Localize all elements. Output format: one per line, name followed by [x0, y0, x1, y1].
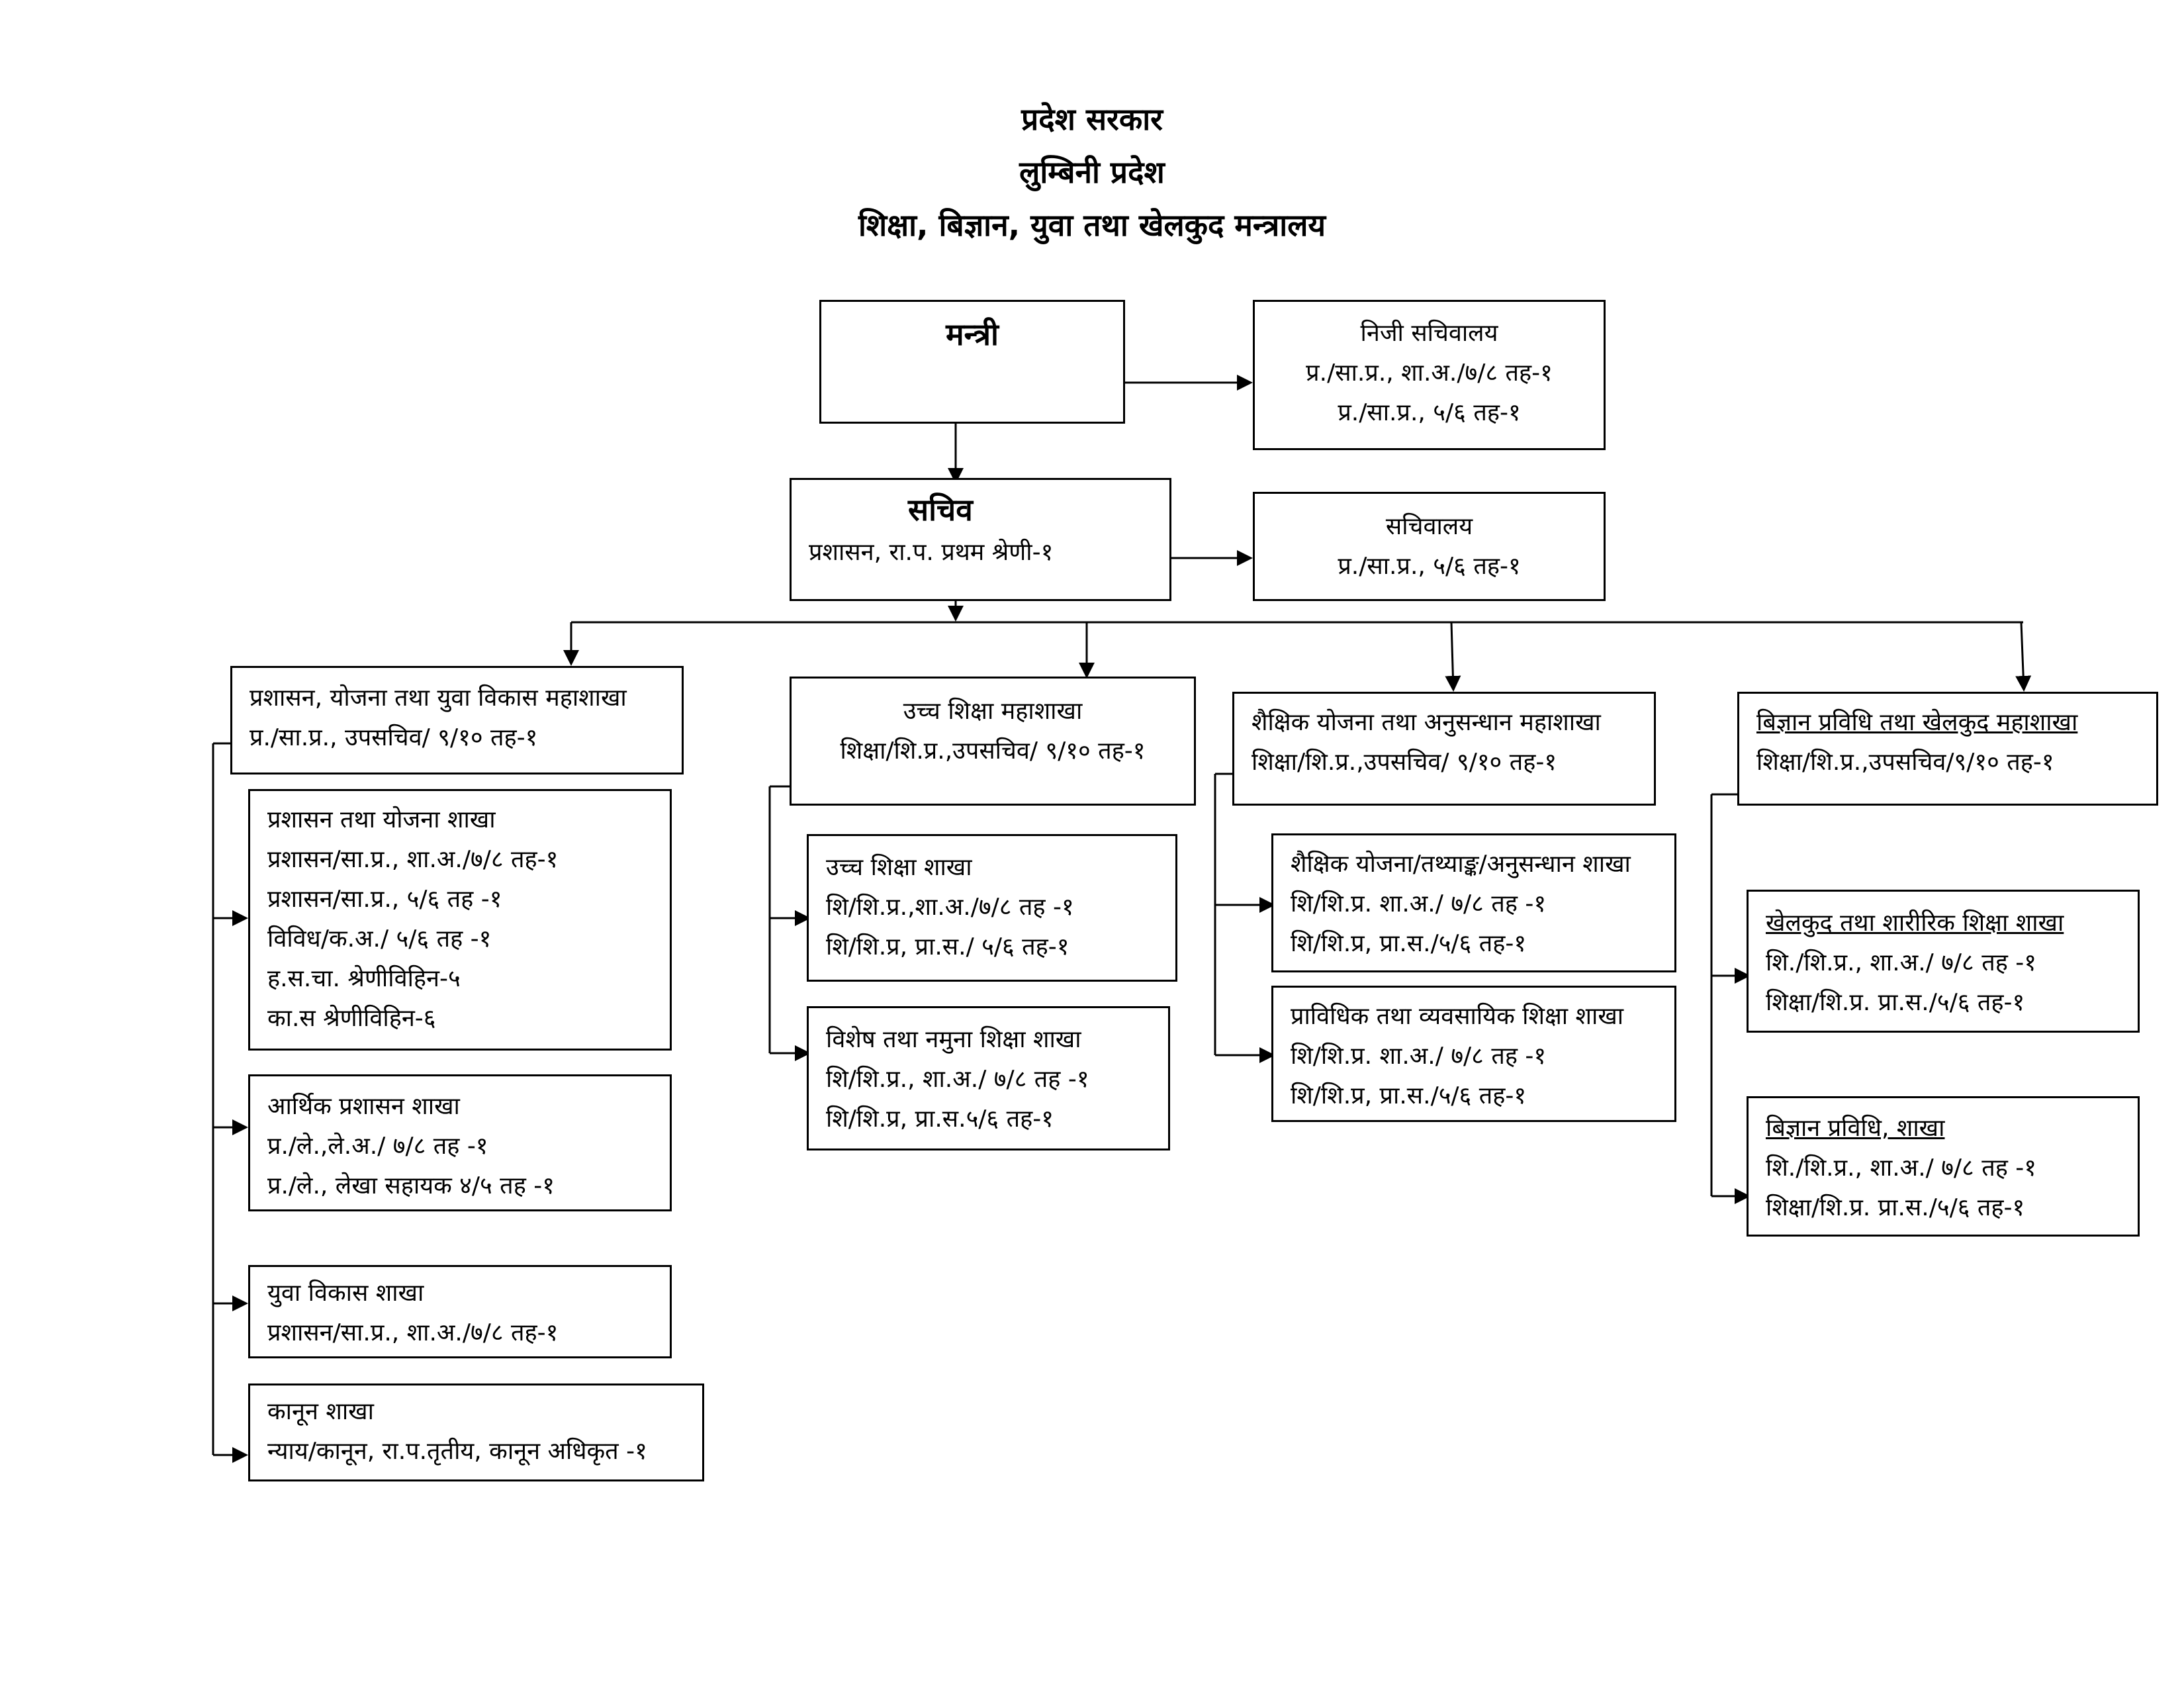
section-line: शि/शि.प्र. शा.अ./ ७/८ तह -१: [1291, 1043, 1547, 1070]
minister-title: मन्त्री: [946, 316, 999, 352]
section-line: शि/शि.प्र, प्रा.स./५/६ तह-१: [1291, 930, 1527, 957]
division-title: प्रशासन, योजना तथा युवा विकास महाशाखा: [250, 684, 627, 712]
section-line: शि/शि.प्र, प्रा.स./ ५/६ तह-१: [826, 933, 1069, 961]
division-line: शिक्षा/शि.प्र.,उपसचिव/ ९/१० तह-१: [840, 737, 1146, 765]
division-line: शिक्षा/शि.प्र.,उपसचिव/ ९/१० तह-१: [1251, 749, 1557, 776]
section-line: प्रशासन/सा.प्र., ५/६ तह -१: [267, 886, 502, 913]
section-line: शि./शि.प्र., शा.अ./ ७/८ तह -१: [1766, 949, 2037, 976]
section-title: शैक्षिक योजना/तथ्याङ्क/अनुसन्धान शाखा: [1291, 851, 1631, 878]
division-box: प्रशासन, योजना तथा युवा विकास महाशाखा प्…: [230, 666, 684, 774]
section-box: विशेष तथा नमुना शिक्षा शाखा शि/शि.प्र., …: [807, 1006, 1170, 1150]
division-box: बिज्ञान प्रविधि तथा खेलकुद महाशाखा शिक्ष…: [1737, 692, 2158, 806]
secretary-title: सचिव: [908, 492, 973, 528]
section-line: प्रशासन/सा.प्र., शा.अ./७/८ तह-१: [267, 1319, 559, 1346]
division-line: शिक्षा/शि.प्र.,उपसचिव/९/१० तह-१: [1756, 749, 2054, 776]
section-title: प्रशासन तथा योजना शाखा: [267, 806, 496, 833]
section-line: शि/शि.प्र, प्रा.स.५/६ तह-१: [826, 1105, 1054, 1133]
section-line: शि/शि.प्र, प्रा.स./५/६ तह-१: [1291, 1082, 1527, 1109]
section-box: बिज्ञान प्रविधि, शाखा शि./शि.प्र., शा.अ.…: [1747, 1096, 2140, 1237]
division-box: उच्च शिक्षा महाशाखा शिक्षा/शि.प्र.,उपसचि…: [790, 677, 1196, 806]
section-line: शि/शि.प्र., शा.अ./ ७/८ तह -१: [826, 1066, 1089, 1093]
section-title: युवा विकास शाखा: [267, 1280, 424, 1307]
section-line: शि/शि.प्र. शा.अ./ ७/८ तह -१: [1291, 890, 1547, 917]
section-line: विविध/क.अ./ ५/६ तह -१: [267, 925, 492, 953]
section-box: आर्थिक प्रशासन शाखा प्र./ले.,ले.अ./ ७/८ …: [248, 1074, 672, 1211]
section-box: उच्च शिक्षा शाखा शि/शि.प्र.,शा.अ./७/८ तह…: [807, 834, 1177, 982]
header-province-name: लुम्बिनी प्रदेश: [1019, 154, 1165, 190]
division-title: शैक्षिक योजना तथा अनुसन्धान महाशाखा: [1251, 709, 1601, 736]
minister-box: मन्त्री: [819, 300, 1125, 424]
section-title: प्राविधिक तथा व्यवसायिक शिक्षा शाखा: [1291, 1003, 1624, 1030]
section-box: प्राविधिक तथा व्यवसायिक शिक्षा शाखा शि/श…: [1271, 986, 1676, 1122]
section-box: युवा विकास शाखा प्रशासन/सा.प्र., शा.अ./७…: [248, 1265, 672, 1358]
section-title: खेलकुद तथा शारीरिक शिक्षा शाखा: [1766, 910, 2064, 937]
section-line: प्रशासन/सा.प्र., शा.अ./७/८ तह-१: [267, 846, 559, 873]
secretariat-box: सचिवालय प्र./सा.प्र., ५/६ तह-१: [1253, 492, 1606, 601]
section-line: ह.स.चा. श्रेणीविहिन-५: [267, 965, 461, 992]
division-title: बिज्ञान प्रविधि तथा खेलकुद महाशाखा: [1756, 709, 2078, 736]
section-box: कानून शाखा न्याय/कानून, रा.प.तृतीय, कानू…: [248, 1383, 704, 1481]
section-line: न्याय/कानून, रा.प.तृतीय, कानून अधिकृत -१: [267, 1438, 647, 1465]
section-line: का.स श्रेणीविहिन-६: [267, 1005, 436, 1032]
section-title: आर्थिक प्रशासन शाखा: [267, 1093, 460, 1120]
header-ministry-name: शिक्षा, बिज्ञान, युवा तथा खेलकुद मन्त्रा…: [858, 207, 1326, 243]
header-state-government: प्रदेश सरकार: [1021, 101, 1163, 137]
private-secretariat-box: निजी सचिवालय प्र./सा.प्र., शा.अ./७/८ तह-…: [1253, 300, 1606, 450]
bus-to-division-3-arrow: [1445, 622, 1461, 692]
private-secretariat-line: प्र./सा.प्र., शा.अ./७/८ तह-१: [1306, 359, 1553, 387]
secretariat-title: सचिवालय: [1385, 513, 1473, 540]
section-title: बिज्ञान प्रविधि, शाखा: [1766, 1115, 1945, 1142]
secretary-line: प्रशासन, रा.प. प्रथम श्रेणी-१: [809, 539, 1054, 566]
section-box: शैक्षिक योजना/तथ्याङ्क/अनुसन्धान शाखा शि…: [1271, 833, 1676, 972]
secretary-box: सचिव प्रशासन, रा.प. प्रथम श्रेणी-१: [790, 478, 1171, 601]
private-secretariat-title: निजी सचिवालय: [1360, 320, 1498, 347]
section-box: प्रशासन तथा योजना शाखा प्रशासन/सा.प्र., …: [248, 789, 672, 1051]
division-line: प्र./सा.प्र., उपसचिव/ ९/१० तह-१: [250, 724, 538, 751]
section-title: कानून शाखा: [267, 1398, 374, 1425]
secretariat-line: प्र./सा.प्र., ५/६ तह-१: [1338, 553, 1521, 580]
private-secretariat-line: प्र./सा.प्र., ५/६ तह-१: [1338, 399, 1521, 426]
division-title: उच्च शिक्षा महाशाखा: [903, 698, 1083, 725]
section-line: शि/शि.प्र.,शा.अ./७/८ तह -१: [826, 894, 1074, 921]
section-box: खेलकुद तथा शारीरिक शिक्षा शाखा शि./शि.प्…: [1747, 890, 2140, 1033]
division-box: शैक्षिक योजना तथा अनुसन्धान महाशाखा शिक्…: [1232, 692, 1656, 806]
section-line: प्र./ले., लेखा सहायक ४/५ तह -१: [267, 1172, 555, 1199]
section-line: शि./शि.प्र., शा.अ./ ७/८ तह -१: [1766, 1154, 2037, 1182]
section-title: विशेष तथा नमुना शिक्षा शाखा: [826, 1026, 1081, 1053]
section-title: उच्च शिक्षा शाखा: [826, 854, 972, 881]
section-line: शिक्षा/शि.प्र. प्रा.स./५/६ तह-१: [1766, 1194, 2025, 1221]
section-line: प्र./ले.,ले.अ./ ७/८ तह -१: [267, 1133, 488, 1160]
bus-to-division-4-arrow: [2015, 622, 2032, 692]
section-line: शिक्षा/शि.प्र. प्रा.स./५/६ तह-१: [1766, 989, 2025, 1016]
